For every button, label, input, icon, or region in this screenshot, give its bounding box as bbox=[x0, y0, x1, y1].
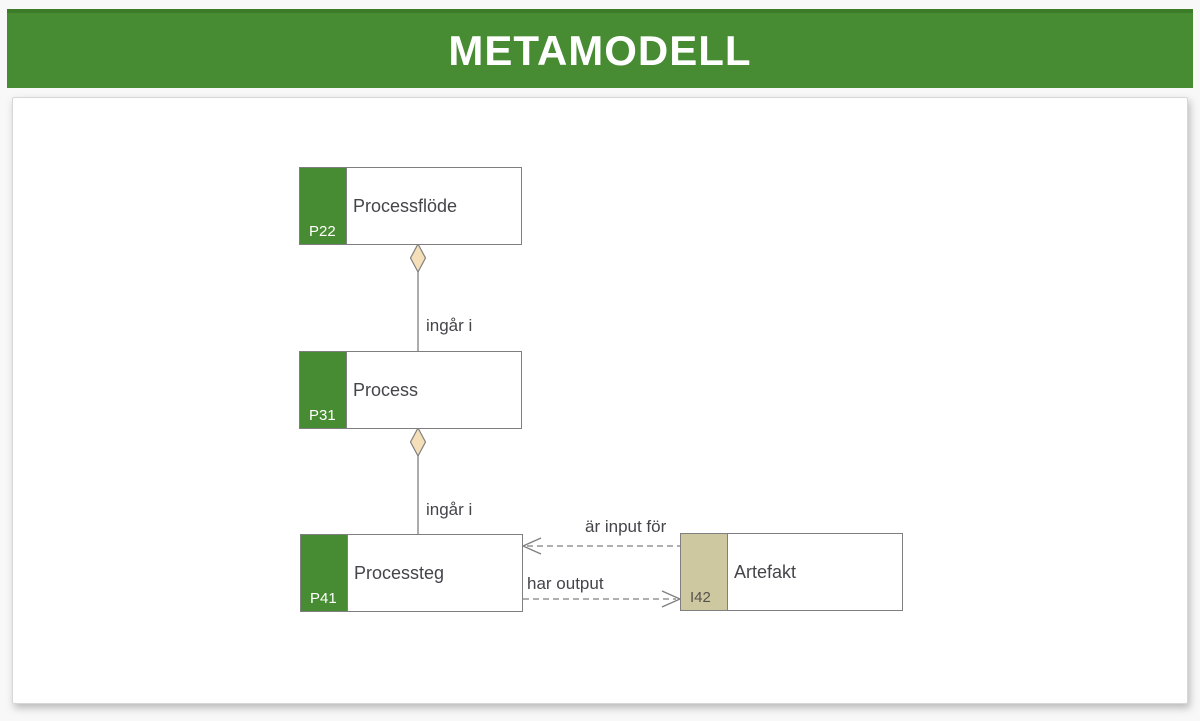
node-code: P22 bbox=[309, 223, 336, 240]
node-code: P41 bbox=[310, 590, 337, 607]
open-arrowhead-left-icon bbox=[521, 537, 542, 555]
page-title: METAMODELL bbox=[448, 26, 752, 74]
edge-label-har-output: har output bbox=[527, 574, 604, 593]
metamodel-diagram: P22 Processflöde P31 Process P41 Process… bbox=[13, 98, 1187, 703]
node-code: I42 bbox=[690, 589, 711, 606]
edge-label-ingar-i-1: ingår i bbox=[426, 316, 473, 335]
node-label: Processteg bbox=[354, 562, 445, 583]
node-label: Artefakt bbox=[734, 561, 797, 582]
node-label: Process bbox=[353, 379, 419, 400]
edge-label-ingar-i-2: ingår i bbox=[426, 500, 473, 519]
aggregation-diamond-2-icon bbox=[409, 426, 427, 458]
edge-label-ar-input-for: är input för bbox=[585, 517, 667, 536]
aggregation-diamond-1-icon bbox=[409, 242, 427, 274]
content-card: P22 Processflöde P31 Process P41 Process… bbox=[12, 97, 1188, 704]
node-accent-tab: P22 bbox=[300, 168, 347, 244]
node-code: P31 bbox=[309, 407, 336, 424]
header-banner: METAMODELL bbox=[7, 9, 1193, 88]
node-processflode: P22 Processflöde bbox=[299, 167, 522, 245]
node-label: Processflöde bbox=[353, 195, 458, 216]
node-accent-tab: P41 bbox=[301, 535, 348, 611]
node-accent-tab: I42 bbox=[681, 534, 728, 610]
connector-layer bbox=[409, 242, 682, 608]
node-processteg: P41 Processteg bbox=[300, 534, 523, 612]
node-accent-tab: P31 bbox=[300, 352, 347, 428]
node-process: P31 Process bbox=[299, 351, 522, 429]
node-artefakt: I42 Artefakt bbox=[680, 533, 903, 611]
